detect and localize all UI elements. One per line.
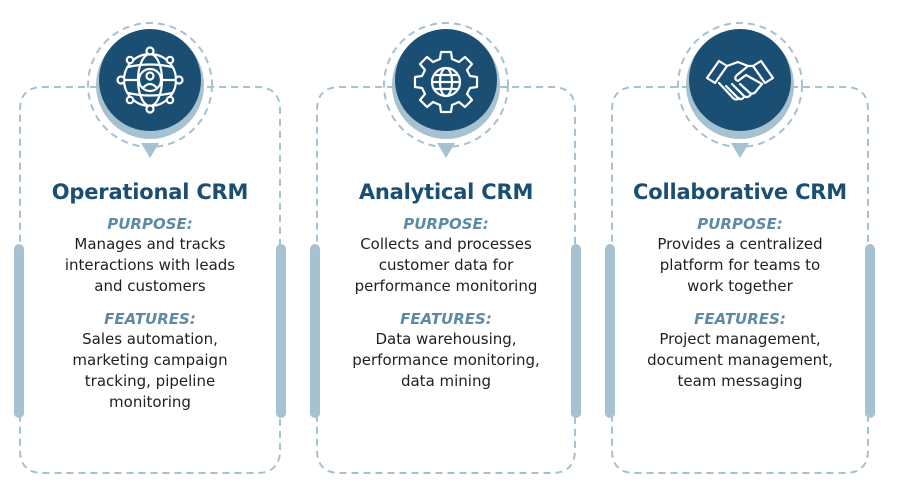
purpose-line: interactions with leads <box>64 256 236 274</box>
features-label: FEATURES: <box>104 310 196 328</box>
purpose-line: platform for teams to <box>659 256 821 274</box>
pointer-arrow <box>437 143 455 158</box>
right-side-bar <box>571 244 581 418</box>
left-side-bar <box>310 244 320 418</box>
features-line: tracking, pipeline <box>84 372 216 390</box>
features-text: Sales automation, marketing campaign tra… <box>24 329 276 413</box>
purpose-label: PURPOSE: <box>403 215 489 233</box>
features-label: FEATURES: <box>694 310 786 328</box>
purpose-line: Manages and tracks <box>74 235 226 253</box>
card-frame-collaborative <box>605 22 875 474</box>
purpose-line: Collects and processes <box>360 235 532 253</box>
left-side-bar <box>14 244 24 418</box>
purpose-label: PURPOSE: <box>107 215 193 233</box>
purpose-text: Manages and tracks interactions with lea… <box>24 234 276 297</box>
icon-circle <box>395 29 497 131</box>
features-line: monitoring <box>109 393 191 411</box>
features-line: performance monitoring, <box>352 351 540 369</box>
features-line: data mining <box>400 372 492 390</box>
handshake-icon <box>705 59 775 101</box>
purpose-text: Provides a centralized platform for team… <box>614 234 866 297</box>
card-title: Operational CRM <box>51 180 249 204</box>
globe-user-icon <box>116 46 184 114</box>
purpose-line: work together <box>687 277 793 295</box>
left-side-bar <box>605 244 615 418</box>
card-title: Analytical CRM <box>358 180 534 204</box>
purpose-line: Provides a centralized <box>657 235 823 253</box>
card-analytical: Analytical CRM PURPOSE: Collects and pro… <box>320 180 572 392</box>
features-line: Data warehousing, <box>375 330 517 348</box>
right-side-bar <box>276 244 286 418</box>
features-line: Project management, <box>659 330 821 348</box>
purpose-line: customer data for <box>378 256 514 274</box>
purpose-line: performance monitoring <box>354 277 538 295</box>
pointer-arrow <box>731 143 749 158</box>
features-label: FEATURES: <box>400 310 492 328</box>
right-side-bar <box>865 244 875 418</box>
purpose-text: Collects and processes customer data for… <box>320 234 572 297</box>
card-collaborative: Collaborative CRM PURPOSE: Provides a ce… <box>614 180 866 392</box>
pointer-arrow <box>141 143 159 158</box>
card-frame-operational <box>14 22 286 474</box>
features-line: marketing campaign <box>72 351 228 369</box>
purpose-label: PURPOSE: <box>697 215 783 233</box>
card-title: Collaborative CRM <box>633 180 847 204</box>
features-line: document management, <box>647 351 833 369</box>
purpose-line: and customers <box>94 277 206 295</box>
features-line: Sales automation, <box>82 330 218 348</box>
features-text: Project management, document management,… <box>614 329 866 392</box>
card-frame-analytical <box>310 22 581 474</box>
features-text: Data warehousing, performance monitoring… <box>320 329 572 392</box>
features-line: team messaging <box>677 372 803 390</box>
gear-globe-icon <box>413 50 479 114</box>
card-operational: Operational CRM PURPOSE: Manages and tra… <box>24 180 276 413</box>
